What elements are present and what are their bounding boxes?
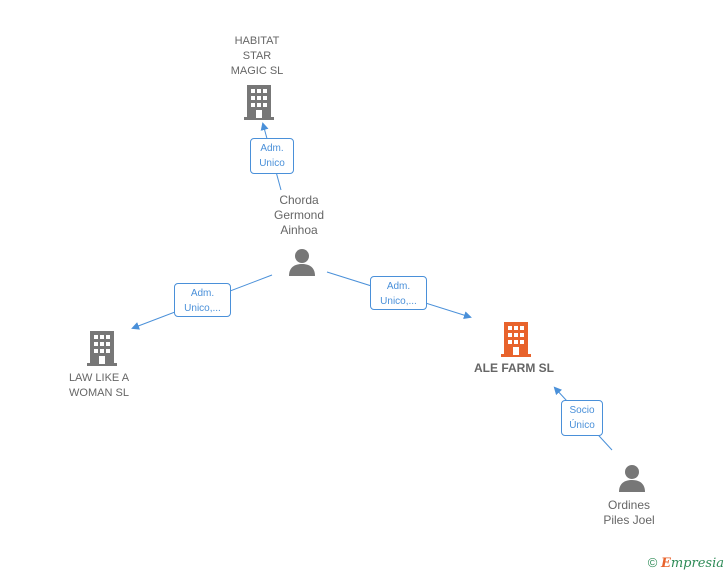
copyright-symbol: ©	[647, 555, 658, 570]
person-icon[interactable]	[617, 463, 647, 493]
building-icon[interactable]	[244, 84, 274, 120]
focus-building-icon[interactable]	[501, 321, 531, 357]
edge-label-habitat[interactable]: Adm. Unico	[250, 138, 294, 174]
edge-label-law[interactable]: Adm. Unico,...	[174, 283, 231, 317]
empresia-logo: Empresia	[660, 556, 724, 571]
edge-label-alefarm[interactable]: Adm. Unico,...	[370, 276, 427, 310]
alefarm-label[interactable]: ALE FARM SL	[474, 361, 554, 375]
edge-label-ordines[interactable]: Socio Único	[561, 400, 603, 436]
habitat-label[interactable]: HABITAT STAR MAGIC SL	[230, 35, 284, 77]
building-icon[interactable]	[87, 330, 117, 366]
chorda-label[interactable]: Chorda Germond Ainhoa	[273, 193, 325, 237]
empresia-watermark: © Empresia	[648, 555, 724, 571]
law-label[interactable]: LAW LIKE A WOMAN SL	[68, 372, 130, 399]
person-icon[interactable]	[287, 247, 317, 277]
ordines-label[interactable]: Ordines Piles Joel	[603, 498, 655, 527]
